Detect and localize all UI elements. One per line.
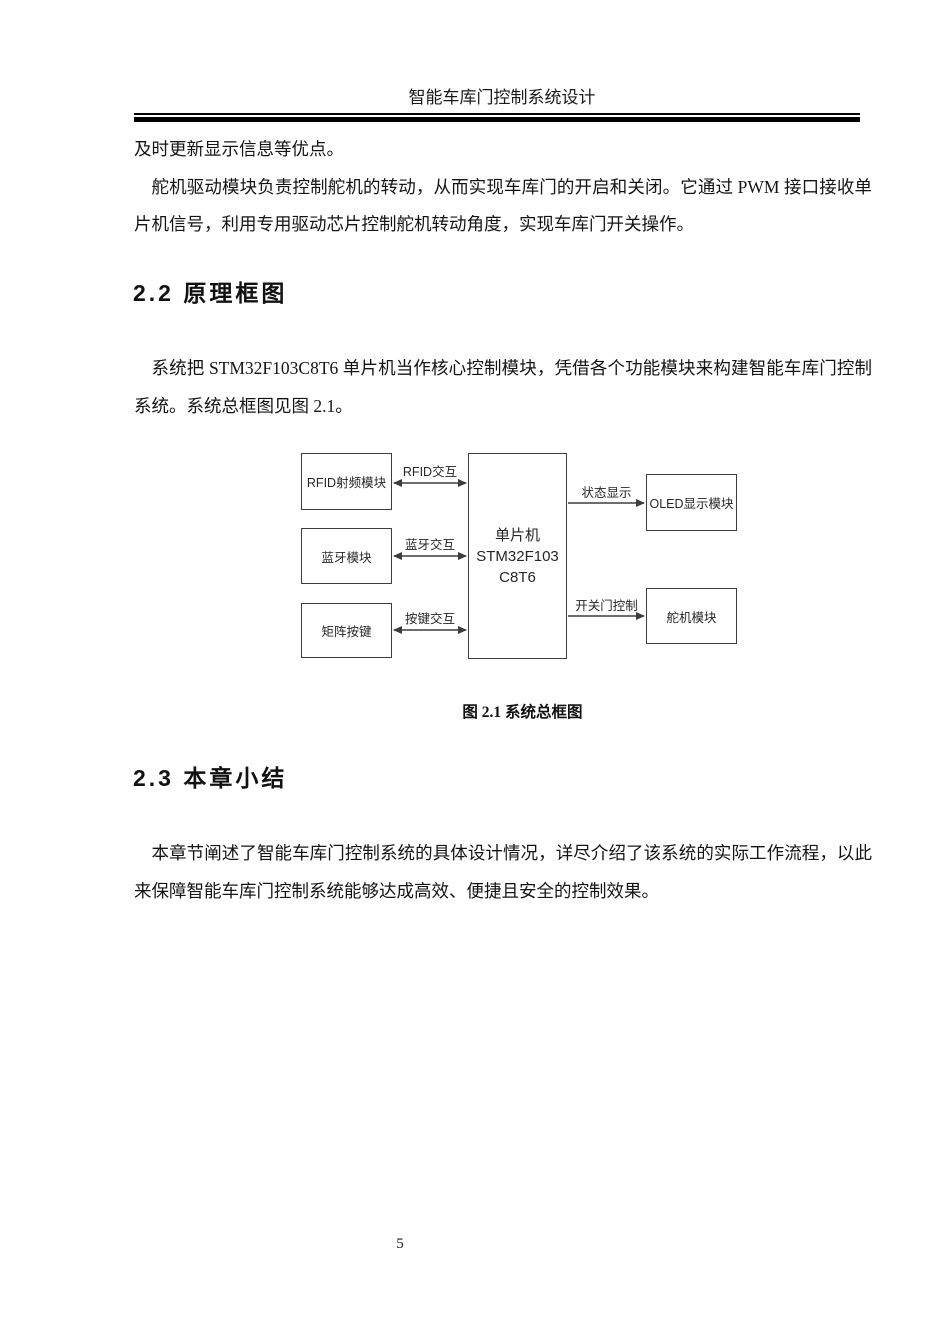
header-rule-thin <box>134 113 860 115</box>
section-2-2-heading: 2.2 原理框图 <box>133 280 288 306</box>
figure-2-1-caption: 图 2.1 系统总框图 <box>462 704 583 721</box>
diagram-box-rfid-module: RFID射频模块 <box>301 453 392 510</box>
running-head-title: 智能车库门控制系统设计 <box>408 88 596 107</box>
diagram-box-mcu: 单片机 STM32F103 C8T6 <box>468 453 567 659</box>
diagram-box-servo-module: 舵机模块 <box>646 588 737 644</box>
section-2-2-paragraph: 系统把 STM32F103C8T6 单片机当作核心控制模块，凭借各个功能模块来构… <box>134 358 872 416</box>
mcu-label-line3: C8T6 <box>499 568 536 586</box>
arrow-label-bluetooth-interaction: 蓝牙交互 <box>404 538 455 552</box>
mcu-label-line1: 单片机 <box>494 526 540 544</box>
paragraph-continuation: 及时更新显示信息等优点。 <box>134 139 344 159</box>
page-number: 5 <box>396 1236 404 1252</box>
arrow-label-door-control: 开关门控制 <box>575 599 638 613</box>
section-2-3-heading: 2.3 本章小结 <box>133 765 288 791</box>
diagram-arrows <box>393 479 645 634</box>
diagram-box-oled-module: OLED显示模块 <box>646 474 737 531</box>
header-rule-thick <box>134 116 860 122</box>
figure-2-1-block-diagram: RFID射频模块 蓝牙模块 矩阵按键 单片机 STM32F103 C8T6 OL… <box>295 445 750 670</box>
arrow-label-status-display: 状态显示 <box>581 486 632 500</box>
paragraph-servo-driver: 舵机驱动模块负责控制舵机的转动，从而实现车库门的开启和关闭。它通过 PWM 接口… <box>134 176 872 235</box>
diagram-box-bluetooth-module: 蓝牙模块 <box>301 528 392 584</box>
mcu-label-line2: STM32F103 <box>476 547 559 565</box>
intro-paragraphs: 及时更新显示信息等优点。 舵机驱动模块负责控制舵机的转动，从而实现车库门的开启和… <box>134 131 872 244</box>
arrow-label-rfid-interaction: RFID交互 <box>402 465 458 479</box>
section-2-3-paragraph: 本章节阐述了智能车库门控制系统的具体设计情况，详尽介绍了该系统的实际工作流程，以… <box>134 843 872 901</box>
diagram-box-matrix-keypad: 矩阵按键 <box>301 603 392 658</box>
arrow-label-key-interaction: 按键交互 <box>404 612 455 626</box>
